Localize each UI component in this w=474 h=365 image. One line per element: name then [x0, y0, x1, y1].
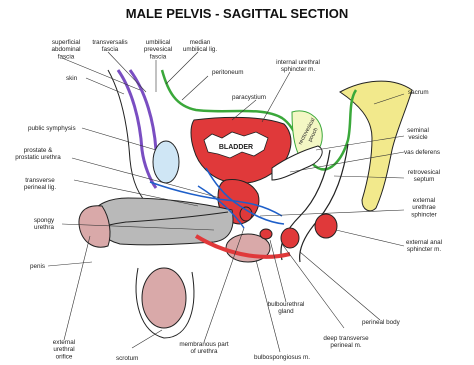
transversalis-fascia-line — [130, 70, 156, 150]
label-prostate-urethra: prostate &prostatic urethra — [15, 147, 61, 161]
label-bulbospongiosus: bulbospongiosus m. — [254, 354, 310, 361]
label-penis: penis — [30, 263, 45, 270]
external-anal-sphincter-2 — [281, 228, 299, 248]
penis-shaft — [92, 198, 233, 245]
bulbourethral-gland — [260, 229, 272, 239]
label-paracystium: paracystium — [232, 94, 266, 101]
label-public-symphysis: public symphysis — [28, 125, 76, 132]
testis — [142, 268, 186, 328]
label-vas-deferens: vas deferens — [404, 149, 440, 156]
glans — [79, 206, 110, 247]
label-bladder: BLADDER — [219, 144, 253, 151]
label-sacrum: sacrum — [408, 89, 429, 96]
pubic-symphysis — [153, 141, 179, 183]
external-anal-sphincter — [315, 214, 337, 238]
label-skin: skin — [66, 75, 78, 82]
superficial-fascia-line — [118, 70, 156, 188]
anatomy — [79, 70, 412, 338]
label-peritoneum: peritoneum — [212, 69, 244, 76]
label-perineal-body: perineal body — [362, 319, 401, 326]
label-scrotum: scrotum — [116, 355, 138, 362]
